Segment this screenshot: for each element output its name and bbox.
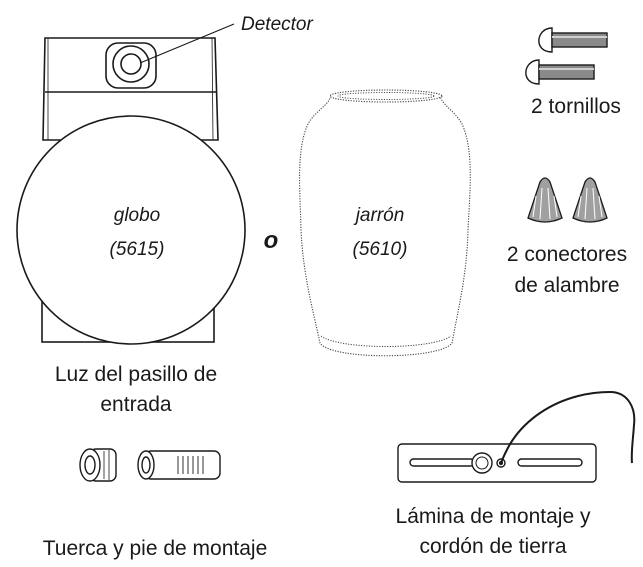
detector-lens-inner [120,53,142,75]
connectors-label-line1: 2 conectores [507,243,627,266]
detector-leader-line [139,23,235,64]
jar-rim [329,89,443,103]
jar-body [299,95,471,357]
connectors-label-line2: de alambre [514,274,619,297]
screws-label: 2 tornillos [531,95,621,118]
nut-stud-label: Tuerca y pie de montaje [43,537,268,560]
jar-code-label: (5610) [353,239,408,260]
entry-light-fixture [16,23,246,345]
strap-slot-left [409,458,475,467]
detector-label: Detector [241,14,313,35]
wire-connector-left [527,177,563,223]
fixture-label-line2: entrada [100,393,172,416]
strap-label-line1: Lámina de montaje y [396,505,591,528]
strap-center-hole [471,452,493,474]
mounting-nut [79,448,117,482]
screw-bottom [525,59,595,85]
globe-shade [16,115,246,345]
screws [525,27,608,85]
strap-slot-right [517,458,583,467]
wire-connector-right [572,177,608,223]
globe-code-label: (5615) [110,239,165,260]
jar-shade [299,89,471,357]
jar-name-label: jarrón [353,205,405,226]
ground-wire [500,390,636,464]
screw-top [538,27,608,53]
globe-name-label: globo [114,205,161,226]
mounting-strap [397,443,597,483]
fixture-label-line1: Luz del pasillo de [55,363,217,386]
fixture-housing [42,37,219,141]
strap-label-line2: cordón de tierra [419,535,566,558]
wire-connectors [527,177,608,223]
mounting-stud [137,450,221,480]
nut-and-stud [79,448,221,482]
or-label: o [264,227,279,254]
